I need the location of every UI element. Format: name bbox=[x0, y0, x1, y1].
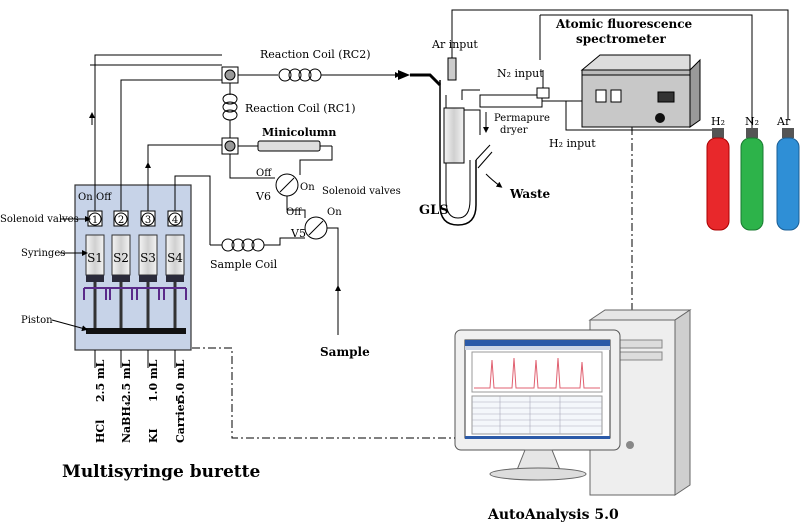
syringe-s2: S2 bbox=[111, 234, 131, 330]
minicolumn bbox=[257, 140, 321, 152]
label-v6-off: Off bbox=[256, 168, 272, 179]
valve-number-1: 1 bbox=[92, 215, 98, 226]
burette-title: Multisyringe burette bbox=[62, 462, 261, 482]
cylinder-n2: N₂ bbox=[740, 115, 764, 231]
syringe-label-s1: S1 bbox=[87, 251, 103, 265]
cylinder-h2: H₂ bbox=[706, 115, 730, 231]
label-h2-input: H₂ input bbox=[549, 137, 596, 150]
solenoid-valve-2: 2 bbox=[113, 210, 129, 227]
label-v5-off: Off bbox=[286, 207, 302, 218]
reagent-1: HCl bbox=[94, 420, 107, 443]
reaction-coil-rc2 bbox=[278, 68, 322, 82]
label-on: On bbox=[78, 192, 93, 203]
volume-4: 5.0 mL bbox=[174, 359, 187, 402]
label-dryer: dryer bbox=[500, 125, 528, 136]
reagent-4: Carrier bbox=[174, 398, 187, 443]
label-sample-coil: Sample Coil bbox=[210, 258, 278, 271]
software-title: AutoAnalysis 5.0 bbox=[487, 507, 619, 523]
label-solenoid-valves-2: Solenoid valves bbox=[322, 186, 401, 197]
volume-3: 1.0 mL bbox=[147, 359, 160, 402]
label-syringes: Syringes bbox=[21, 248, 65, 259]
syringe-s4: S4 bbox=[165, 234, 185, 330]
label-waste: Waste bbox=[509, 187, 551, 201]
label-v6-on: On bbox=[300, 182, 315, 193]
syringe-label-s2: S2 bbox=[113, 251, 129, 265]
permapure-dryer bbox=[479, 94, 543, 108]
solenoid-valve-4: 4 bbox=[167, 210, 183, 227]
label-solenoid-valves: Solenoid valves bbox=[0, 214, 79, 225]
valve-number-3: 3 bbox=[145, 215, 151, 226]
cylinder-label-ar: Ar bbox=[776, 115, 791, 128]
label-rc2: Reaction Coil (RC2) bbox=[260, 48, 371, 61]
valve-number-2: 2 bbox=[118, 215, 124, 226]
label-v5-on: On bbox=[327, 207, 342, 218]
label-v5: V5 bbox=[290, 227, 306, 240]
reaction-coil-rc1 bbox=[222, 93, 238, 121]
multisyringe-burette: 1 2 3 4 S1 S2 bbox=[0, 184, 261, 482]
reagent-3: KI bbox=[147, 428, 160, 443]
valve-number-4: 4 bbox=[172, 215, 178, 226]
syringe-label-s4: S4 bbox=[167, 251, 183, 265]
computer: AutoAnalysis 5.0 bbox=[454, 309, 692, 523]
label-piston: Piston bbox=[21, 315, 53, 326]
label-afs-line1: Atomic fluorescence bbox=[555, 17, 693, 31]
solenoid-valve-3: 3 bbox=[140, 210, 156, 227]
syringe-label-s3: S3 bbox=[140, 251, 156, 265]
label-afs-line2: spectrometer bbox=[576, 32, 666, 46]
label-ar-input: Ar input bbox=[431, 38, 478, 51]
piston-bar bbox=[86, 328, 186, 334]
cylinder-ar: Ar bbox=[776, 115, 800, 231]
gls-inner-tube bbox=[443, 107, 465, 164]
syringe-s3: S3 bbox=[138, 234, 158, 330]
label-gls: GLS bbox=[419, 203, 449, 218]
label-v6: V6 bbox=[255, 190, 271, 203]
volume-1: 2.5 mL bbox=[94, 359, 107, 402]
solenoid-valve-1: 1 bbox=[87, 210, 103, 227]
reagent-2: NaBH₄ bbox=[120, 401, 133, 443]
manifold: Reaction Coil (RC2) Reaction Coil (RC1) … bbox=[90, 48, 401, 359]
cylinder-label-h2: H₂ bbox=[711, 115, 725, 128]
burette-tubing bbox=[89, 54, 231, 245]
sample-coil bbox=[221, 238, 265, 252]
volume-2: 2.5 mL bbox=[120, 359, 133, 402]
control-link bbox=[192, 347, 455, 439]
label-sample: Sample bbox=[320, 345, 370, 359]
label-permapure: Permapure bbox=[494, 113, 550, 124]
cylinder-label-n2: N₂ bbox=[745, 115, 759, 128]
label-n2-input: N₂ input bbox=[497, 67, 544, 80]
gas-liquid-separator: GLS Waste Ar input N₂ input Permapure dr… bbox=[398, 9, 789, 226]
label-minicolumn: Minicolumn bbox=[262, 126, 336, 139]
gas-cylinders: H₂ N₂ Ar bbox=[706, 115, 800, 231]
label-rc1: Reaction Coil (RC1) bbox=[245, 102, 356, 115]
afs-instrument: Atomic fluorescence spectrometer H₂ inpu… bbox=[539, 14, 753, 310]
label-off: Off bbox=[96, 192, 112, 203]
